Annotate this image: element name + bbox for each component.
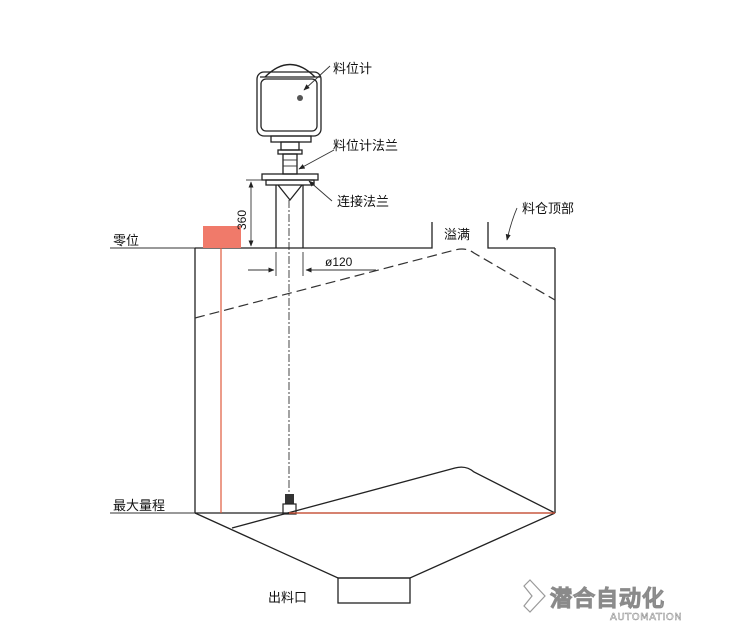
watermark-brand: 潜合自动化 bbox=[550, 586, 665, 612]
label-outlet: 出料口 bbox=[268, 591, 307, 606]
material-surface-bottom bbox=[231, 466, 556, 529]
probe-weight bbox=[282, 494, 297, 515]
silo-body bbox=[110, 222, 556, 604]
watermark-sub: AUTOMATION bbox=[610, 612, 682, 623]
label-connect-flange: 连接法兰 bbox=[337, 194, 389, 210]
leader-lines bbox=[298, 65, 518, 241]
label-max-range: 最大量程 bbox=[113, 499, 165, 514]
label-overflow: 溢满 bbox=[444, 228, 470, 243]
dim-120-label: ø120 bbox=[325, 255, 353, 269]
label-gauge-flange: 料位计法兰 bbox=[333, 139, 398, 154]
label-gauge: 料位计 bbox=[333, 62, 372, 77]
material-surface-top bbox=[194, 248, 556, 319]
zero-marker bbox=[203, 226, 241, 248]
watermark: 潜合自动化 AUTOMATION bbox=[523, 579, 682, 623]
gauge-head bbox=[256, 63, 322, 175]
dim-360-label: 360 bbox=[235, 210, 249, 230]
flange-assembly bbox=[261, 173, 319, 248]
reference-lines bbox=[220, 248, 555, 514]
dim-120 bbox=[248, 252, 376, 276]
dim-360 bbox=[246, 179, 270, 249]
watermark-logo-icon bbox=[523, 579, 546, 613]
label-zero: 零位 bbox=[113, 234, 139, 249]
label-silo-top: 料仓顶部 bbox=[522, 202, 574, 217]
